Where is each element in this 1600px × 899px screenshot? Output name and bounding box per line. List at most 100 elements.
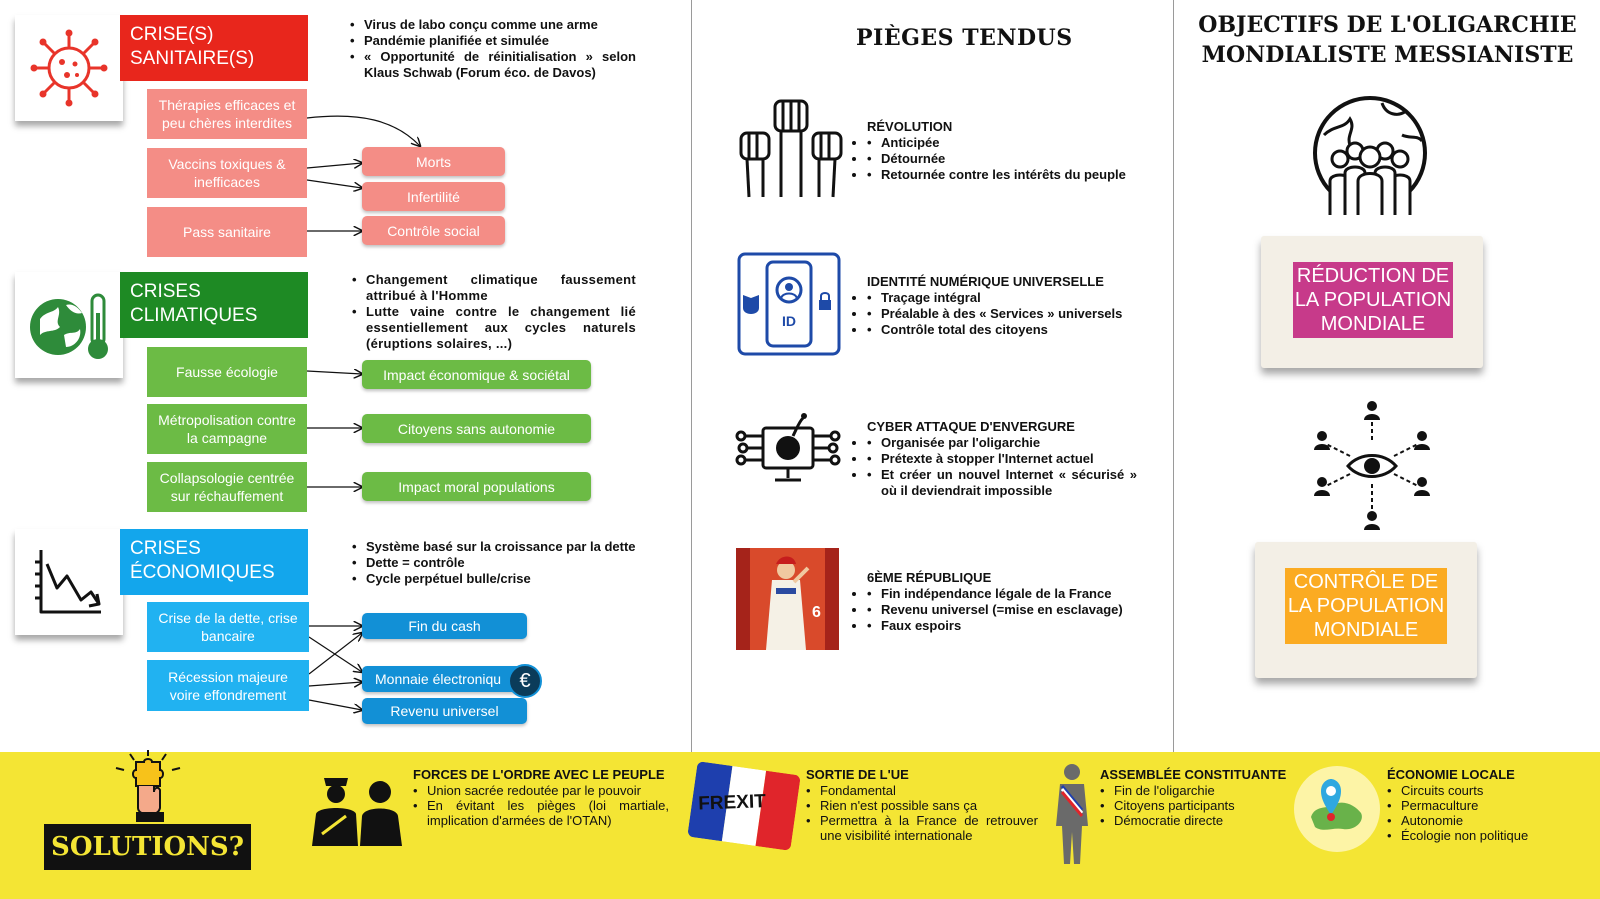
objective-line: MONDIALE [1313, 619, 1419, 641]
frexit-text: FREXIT [697, 791, 767, 815]
puzzle-hand-icon [115, 750, 181, 822]
digital-id-icon: ID [737, 252, 841, 356]
globe-thermometer-icon-card [15, 272, 123, 378]
euro-badge: € [508, 664, 542, 698]
world-population-icon [1313, 96, 1427, 215]
bullet-item: Virus de labo conçu comme une arme [350, 17, 636, 33]
bullet-item: Contrôle total des citoyens [867, 322, 1167, 338]
effect-box: Impact économique & sociétal [362, 360, 591, 389]
bullet-item: « Opportunité de réinitialisation » selo… [350, 49, 636, 81]
bullet-item: Revenu universel (=mise en esclavage) [867, 602, 1167, 618]
effect-box: Contrôle social [362, 216, 505, 245]
bullet-item: Fin indépendance légale de la France [867, 586, 1167, 602]
objective-line: RÉDUCTION DE [1296, 265, 1450, 287]
solution-bullets: Fondamental Rien n'est possible sans ça … [806, 783, 1038, 843]
trap-cyber-attack: CYBER ATTAQUE D'ENVERGURE Organisée par … [867, 419, 1137, 499]
column-divider-left [691, 0, 692, 752]
trap-heading: CYBER ATTAQUE D'ENVERGURE [867, 419, 1075, 434]
solutions-label: SOLUTIONS? [42, 822, 253, 872]
solution-local-economy: ÉCONOMIE LOCALE Circuits courts Permacul… [1387, 767, 1587, 843]
virus-icon-card [15, 15, 123, 121]
bullet-item: Prétexte à stopper l'Internet actuel [867, 451, 1137, 467]
economique-bullets: Système basé sur la croissance par la de… [352, 539, 642, 587]
solution-bullets: Fin de l'oligarchie Citoyens participant… [1100, 783, 1300, 828]
bullet-item: Démocratie directe [1100, 813, 1300, 828]
frexit-flag-icon: FREXIT [687, 761, 801, 851]
falling-chart-icon-card [15, 529, 123, 635]
bullet-item: En évitant les pièges (loi martiale, imp… [413, 798, 669, 828]
bullet-item: Faux espoirs [867, 618, 1167, 634]
bullet-item: Circuits courts [1387, 783, 1587, 798]
virus-icon [30, 29, 108, 107]
bullet-item: Changement climatique faussement attribu… [352, 272, 636, 304]
trap-sixth-republic: 6ÈME RÉPUBLIQUE Fin indépendance légale … [867, 570, 1167, 634]
id-label: ID [782, 313, 796, 329]
local-map-pin-icon [1294, 766, 1380, 852]
bullet-item: Permettra à la France de retrouver une v… [806, 813, 1038, 843]
solution-exit-eu: SORTIE DE L'UE Fondamental Rien n'est po… [806, 767, 1038, 843]
effect-box: Monnaie électroniqu [362, 666, 527, 692]
objective-line: LA POPULATION [1287, 595, 1445, 617]
objective-label-control: CONTRÔLE DE LA POPULATION MONDIALE [1285, 568, 1447, 644]
crisis-title-line: CLIMATIQUES [130, 305, 258, 326]
crisis-title-line: SANITAIRE(S) [130, 48, 255, 69]
trap-digital-id: IDENTITÉ NUMÉRIQUE UNIVERSELLE Traçage i… [867, 274, 1167, 338]
bullet-item: Organisée par l'oligarchie [867, 435, 1137, 451]
bullet-item: Dette = contrôle [352, 555, 642, 571]
cause-box: Récession majeure voire effondrement [147, 660, 309, 711]
crisis-title-line: CRISES [130, 281, 201, 302]
solution-police: FORCES DE L'ORDRE AVEC LE PEUPLE Union s… [413, 767, 669, 828]
bullet-item: Union sacrée redoutée par le pouvoir [413, 783, 669, 798]
cause-box: Fausse écologie [147, 347, 307, 397]
bullet-item: Pandémie planifiée et simulée [350, 33, 636, 49]
cause-box: Collapsologie centrée sur réchauffement [147, 462, 307, 512]
crisis-title-economique: CRISES ÉCONOMIQUES [120, 529, 308, 595]
falling-chart-icon [35, 550, 101, 614]
crisis-title-line: ÉCONOMIQUES [130, 562, 275, 583]
objective-line: MONDIALE [1320, 313, 1426, 335]
surveillance-eye-network-icon [1314, 401, 1430, 530]
objective-label-reduction: RÉDUCTION DE LA POPULATION MONDIALE [1293, 262, 1453, 338]
solution-heading: SORTIE DE L'UE [806, 767, 909, 782]
cause-box: Crise de la dette, crise bancaire [147, 602, 309, 652]
solution-bullets: Union sacrée redoutée par le pouvoir En … [413, 783, 669, 828]
trap-revolution: RÉVOLUTION Anticipée Détournée Retournée… [867, 119, 1167, 183]
bullet-item: Rien n'est possible sans ça [806, 798, 1038, 813]
traps-title: PIÈGES TENDUS [856, 25, 1073, 51]
globe-thermometer-icon [30, 293, 108, 359]
objective-line: CONTRÔLE DE [1293, 571, 1439, 593]
bullet-item: Écologie non politique [1387, 828, 1587, 843]
bullet-item: Préalable à des « Services » universels [867, 306, 1167, 322]
bullet-item: Autonomie [1387, 813, 1587, 828]
solution-heading: ASSEMBLÉE CONSTITUANTE [1100, 767, 1287, 782]
sanitaire-bullets: Virus de labo conçu comme une arme Pandé… [350, 17, 636, 81]
effect-box: Revenu universel [362, 698, 527, 724]
crisis-title-climatique: CRISES CLIMATIQUES [120, 272, 308, 338]
objective-line: LA POPULATION [1294, 289, 1452, 311]
crowd-silhouette-icon [1056, 764, 1088, 864]
column-divider-right [1173, 0, 1174, 752]
euro-icon: € [519, 669, 531, 692]
objectives-title-line: MONDIALISTE MESSIANISTE [1201, 42, 1574, 68]
solution-heading: ÉCONOMIE LOCALE [1387, 767, 1515, 782]
climatique-bullets: Changement climatique faussement attribu… [352, 272, 636, 352]
crisis-title-line: CRISES [130, 538, 201, 559]
bullet-item: Fin de l'oligarchie [1100, 783, 1300, 798]
effect-box: Citoyens sans autonomie [362, 414, 591, 443]
marianne-figure [736, 548, 839, 650]
trap-heading: IDENTITÉ NUMÉRIQUE UNIVERSELLE [867, 274, 1104, 289]
poster-number: 6 [812, 604, 821, 621]
police-and-citizen-icon [312, 778, 402, 846]
solutions-label-text: SOLUTIONS? [51, 832, 244, 862]
crisis-title-sanitaire: CRISE(S) SANITAIRE(S) [120, 15, 308, 81]
effect-box: Fin du cash [362, 613, 527, 639]
bullet-item: Cycle perpétuel bulle/crise [352, 571, 642, 587]
cyber-bomb-icon [735, 413, 841, 482]
solution-assembly: ASSEMBLÉE CONSTITUANTE Fin de l'oligarch… [1100, 767, 1300, 828]
crisis-title-line: CRISE(S) [130, 24, 214, 45]
trap-heading: 6ÈME RÉPUBLIQUE [867, 570, 992, 585]
cause-box: Pass sanitaire [147, 207, 307, 257]
bullet-item: Fondamental [806, 783, 1038, 798]
effect-box: Morts [362, 147, 505, 176]
cause-box: Métropolisation contre la campagne [147, 404, 307, 454]
